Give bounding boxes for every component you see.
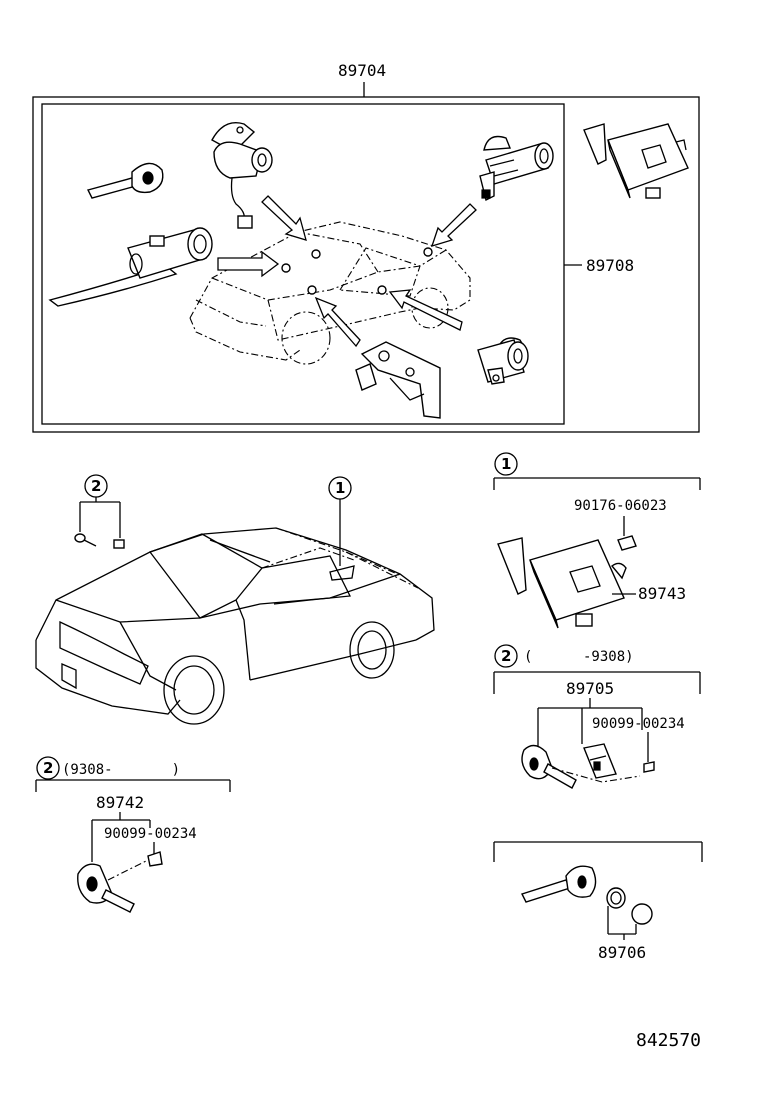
kit-inner-frame <box>41 103 565 425</box>
label-89743: 89743 <box>638 584 686 603</box>
range-note-a: ( -9308) <box>524 649 634 665</box>
screw-drawing <box>147 851 163 867</box>
key-parts-section: 89706 <box>493 841 703 962</box>
pointer-arrows <box>217 195 477 348</box>
arrow-to-latch <box>314 296 361 348</box>
screw-drawing <box>617 535 637 551</box>
key-ring-drawing <box>606 887 626 909</box>
callout-2-left-group: 2 <box>74 474 125 549</box>
receiver-location-mark <box>329 565 355 581</box>
lock-point-dot <box>311 249 321 259</box>
key-drawing <box>86 162 164 199</box>
callout-2-text-left: 2 <box>43 759 53 777</box>
key-cap-drawing <box>631 903 653 925</box>
lock-control-module-drawing <box>583 123 689 199</box>
small-switch-drawing <box>74 533 86 543</box>
label-89704: 89704 <box>338 61 386 80</box>
arrow-to-door-right <box>430 203 477 247</box>
door-lock-with-wire-drawing <box>211 122 273 229</box>
transmitter-section-b: 2 (9308- ) 89742 90099-00234 <box>35 756 231 913</box>
lock-point-dot <box>307 285 317 295</box>
label-90176-06023: 90176-06023 <box>574 498 667 514</box>
receiver-section: 1 90176-06023 89743 <box>493 452 701 629</box>
transmitter-section-a: 2 ( -9308) 89705 90099-00234 <box>493 644 701 789</box>
range-note-b: (9308- ) <box>62 762 180 778</box>
diagram-id: 842570 <box>636 1030 701 1051</box>
callout-circle-2 <box>36 756 60 780</box>
label-89742: 89742 <box>96 793 144 812</box>
arrow-to-trunk <box>388 289 463 331</box>
arrow-to-ignition <box>217 250 280 278</box>
label-89708: 89708 <box>586 256 634 275</box>
latch-drawing <box>355 341 441 419</box>
lock-point-dot <box>281 263 291 273</box>
label-89705: 89705 <box>566 679 614 698</box>
door-lock-right-drawing <box>479 135 554 202</box>
callout-1-car-group: 1 <box>328 476 352 566</box>
kit-car-outline <box>189 221 471 365</box>
small-switch-drawing <box>113 539 125 549</box>
lock-point-dot <box>377 285 387 295</box>
callout-1-text: 1 <box>335 479 345 497</box>
callout-2-text-right: 2 <box>501 647 511 665</box>
top-kit-group: 89704 89708 <box>32 61 700 433</box>
callout-2-text: 2 <box>91 477 101 495</box>
label-89706: 89706 <box>598 943 646 962</box>
arrow-to-door-left <box>261 195 307 241</box>
callout-circle-2 <box>494 644 518 668</box>
callout-1-text-right: 1 <box>501 455 511 473</box>
callout-circle-1 <box>494 452 518 476</box>
ignition-cylinder-drawing <box>48 227 213 307</box>
trunk-lock-drawing <box>477 337 529 385</box>
label-90099-00234-a: 90099-00234 <box>592 716 685 732</box>
lock-point-dot <box>423 247 433 257</box>
kit-outer-frame <box>32 96 700 433</box>
main-car-drawing <box>35 527 435 725</box>
label-90099-00234-b: 90099-00234 <box>104 826 197 842</box>
